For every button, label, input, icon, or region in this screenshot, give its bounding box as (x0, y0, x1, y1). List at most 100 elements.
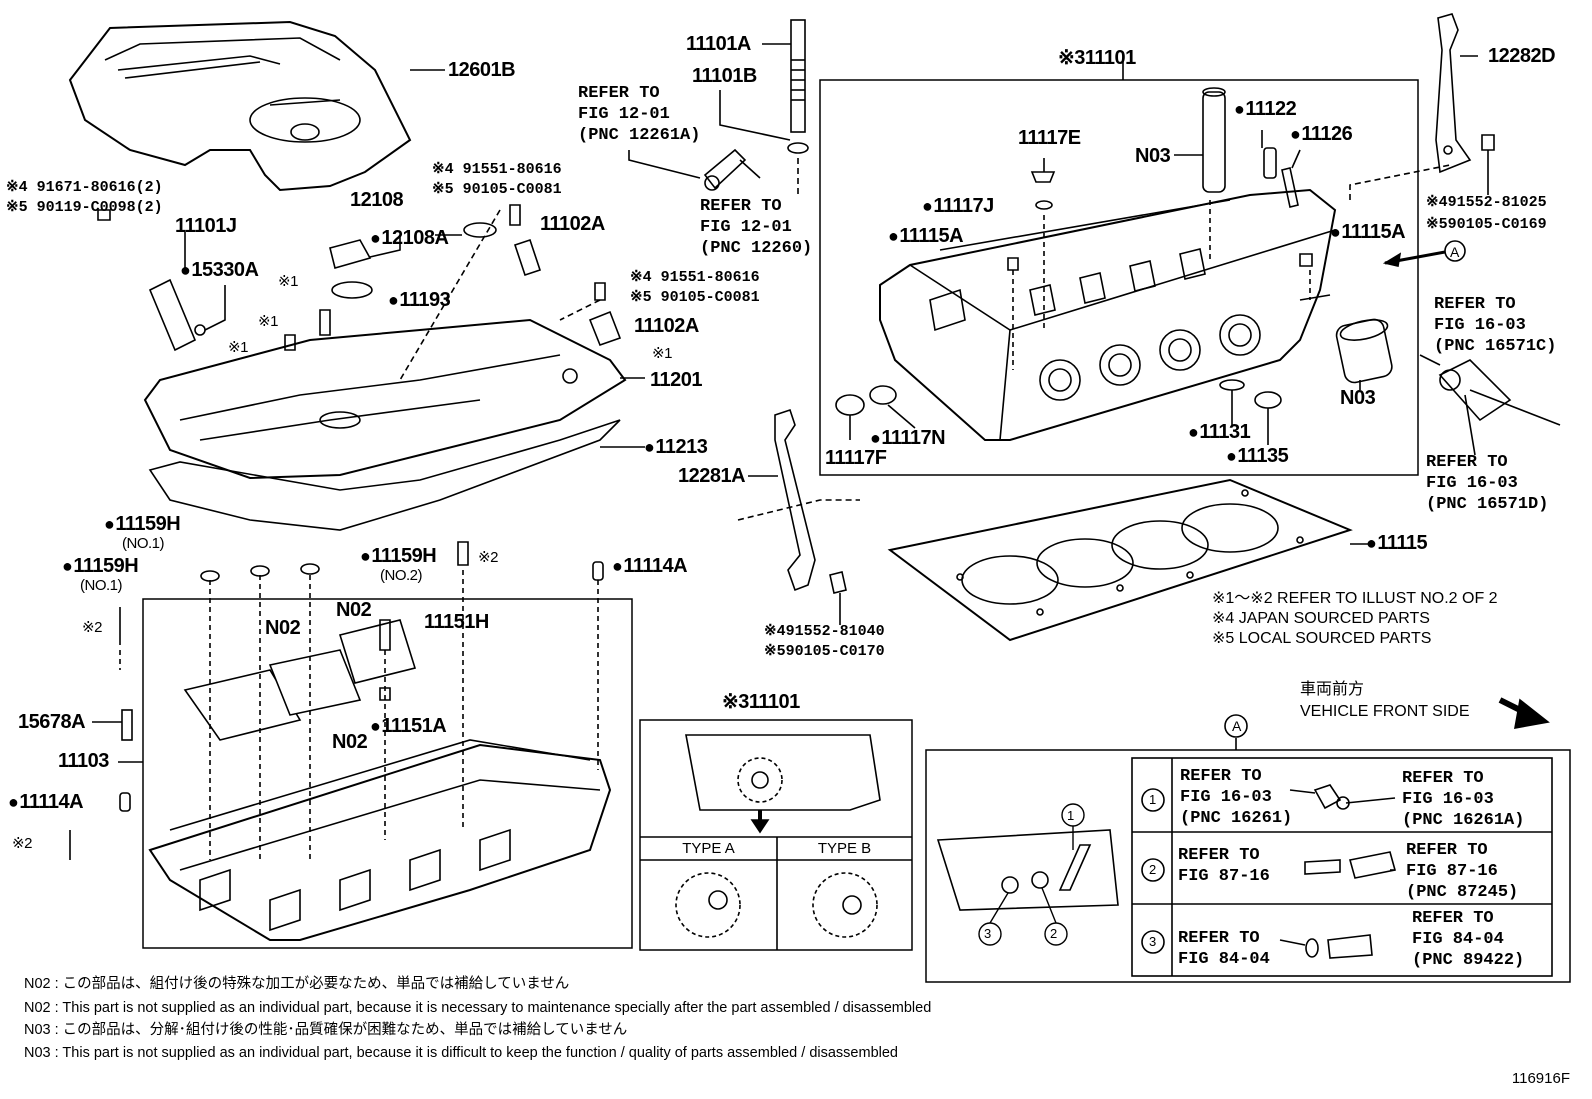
label-15330A: 15330A (180, 260, 259, 280)
ref-line-1: REFER TO (1406, 841, 1488, 860)
label-11135: 11135 (1226, 446, 1288, 466)
mark-x1-d: ※1 (652, 345, 672, 362)
label-12281A: 12281A (678, 465, 746, 487)
label-11103: 11103 (58, 750, 109, 772)
mark-x1-a: ※1 (278, 273, 298, 290)
ref-line-3: (PNC 12261A) (578, 126, 701, 145)
ref-line-1: REFER TO (1178, 846, 1260, 865)
inset-a-row3-num: 3 (1149, 934, 1156, 949)
label-11201: 11201 (650, 369, 703, 391)
label-11117F: 11117F (825, 447, 887, 469)
inset-a-row1-num: 1 (1149, 792, 1156, 807)
vehicle-front-en: VEHICLE FRONT SIDE (1300, 703, 1470, 720)
inset-a-callout-3: 3 (984, 926, 991, 941)
label-11151A: 11151A (370, 716, 446, 736)
label-11101A: 11101A (686, 33, 751, 55)
label-11115A-left: 11115A (888, 226, 963, 246)
label-11115: 11115 (1366, 533, 1427, 553)
mark-x2-b: ※2 (82, 619, 102, 636)
label-11101J: 11101J (175, 215, 237, 237)
part-number: 11101 (748, 691, 800, 713)
part-90105: ※5 90105-C0081 (432, 181, 562, 198)
ref-line-2: FIG 16-03 (1434, 316, 1526, 335)
mark-3: ※3 (722, 691, 749, 713)
label-12108A: 12108A (370, 228, 449, 248)
label-11213: 11213 (644, 437, 708, 457)
note-n03-en: N03 : This part is not supplied as an in… (24, 1045, 898, 1061)
part-91552: ※491552-81040 (764, 623, 885, 640)
ref-line-3: (PNC 16261A) (1402, 811, 1525, 830)
type-inset-title: ※311101 (722, 692, 800, 712)
label-N02-b: N02 (265, 617, 301, 639)
ref-line-1: REFER TO (578, 84, 660, 103)
ref-line-1: REFER TO (1434, 295, 1516, 314)
ref-line-2: FIG 84-04 (1178, 950, 1270, 969)
part-91551: ※4 91551-80616 (432, 161, 562, 178)
label-11102A-mid: 11102A (634, 315, 699, 337)
ref-line-3: (PNC 89422) (1412, 951, 1525, 970)
ref-line-1: REFER TO (1180, 767, 1262, 786)
cam-housing-box (142, 598, 633, 949)
label-11159H-no1-b: 11159H (62, 556, 138, 576)
ref-line-2: FIG 84-04 (1412, 930, 1504, 949)
ref-line-3: (PNC 87245) (1406, 883, 1519, 902)
ref-line-1: REFER TO (1426, 453, 1508, 472)
inset-a-row3-left: REFER TO FIG 84-04 (1178, 928, 1270, 970)
ref-line-1: REFER TO (1402, 769, 1484, 788)
figure-id: 116916F (1511, 1070, 1570, 1087)
ref-line-2: FIG 16-03 (1402, 790, 1494, 809)
mark-3: ※3 (1058, 47, 1085, 69)
part-90105: ※590105-C0170 (764, 643, 885, 660)
label-11101-main: ※311101 (1058, 48, 1136, 68)
label-11101B: 11101B (692, 65, 757, 87)
part-number: 11101 (1084, 47, 1136, 69)
label-91551-90105-a: ※4 91551-80616 ※5 90105-C0081 (432, 160, 562, 200)
vehicle-front-jp: 車両前方 (1300, 681, 1365, 698)
label-N03-right: N03 (1340, 387, 1376, 409)
note-n02-jp: N02 : この部品は、組付け後の特殊な加工が必要なため、単品では補給していませ… (24, 976, 570, 992)
label-N02-a: N02 (336, 599, 372, 621)
inset-a-row3-right: REFER TO FIG 84-04 (PNC 89422) (1412, 908, 1524, 971)
inset-a-row2-right: REFER TO FIG 87-16 (PNC 87245) (1406, 840, 1518, 903)
type-inset-box (639, 719, 913, 951)
ref-fig-12-01-a: REFER TO FIG 12-01 (PNC 12261A) (578, 83, 700, 146)
type-b-header: TYPE B (817, 840, 872, 857)
circle-a-label: A (1450, 244, 1459, 260)
inset-a-callout-1: 1 (1067, 808, 1074, 823)
inset-a-marker: A (1232, 718, 1241, 734)
part-91551: ※4 91551-80616 (630, 269, 760, 286)
cam-housing-drawing (148, 619, 612, 941)
label-11102A-top: 11102A (540, 213, 605, 235)
legend-line-3: ※5 LOCAL SOURCED PARTS (1212, 630, 1432, 647)
label-12108: 12108 (350, 189, 404, 211)
label-11159H-no2: 11159H (360, 546, 436, 566)
engine-cover-drawing (68, 20, 445, 192)
type-a-header: TYPE A (682, 840, 735, 857)
head-gasket-drawing (887, 478, 1372, 642)
inset-a-callout-2: 2 (1050, 926, 1057, 941)
ref-line-3: (PNC 16571C) (1434, 337, 1557, 356)
ref-fig-16-03-d: REFER TO FIG 16-03 (PNC 16571D) (1426, 452, 1548, 515)
label-91552-90105-c0169: ※491552-81025 ※590105-C0169 (1426, 192, 1547, 236)
label-N02-c: N02 (332, 731, 368, 753)
ref-line-2: FIG 16-03 (1426, 474, 1518, 493)
label-91552-90105-c0170: ※491552-81040 ※590105-C0170 (764, 622, 885, 662)
note-n03-jp: N03 : この部品は、分解･組付け後の性能･品質確保が困難なため、単品では補給… (24, 1022, 628, 1038)
label-91671-90119: ※4 91671-80616(2) ※5 90119-C0098(2) (6, 178, 163, 218)
ref-line-2: FIG 12-01 (578, 105, 670, 124)
ref-fig-16-03-c: REFER TO FIG 16-03 (PNC 16571C) (1434, 294, 1556, 357)
inset-a-row2-left: REFER TO FIG 87-16 (1178, 845, 1270, 887)
part-91671: ※4 91671-80616(2) (6, 179, 163, 196)
label-15678A: 15678A (18, 711, 86, 733)
label-91551-90105-b: ※4 91551-80616 ※5 90105-C0081 (630, 268, 760, 308)
ref-line-2: FIG 87-16 (1406, 862, 1498, 881)
label-11117J: 11117J (922, 196, 994, 216)
inset-a-row1-right: REFER TO FIG 16-03 (PNC 16261A) (1402, 768, 1524, 831)
ref-line-1: REFER TO (1412, 909, 1494, 928)
label-12601B: 12601B (448, 59, 516, 81)
ref-line-2: FIG 87-16 (1178, 867, 1270, 886)
label-11122: 11122 (1234, 99, 1296, 119)
legend-line-1: ※1～※2 REFER TO ILLUST NO.2 OF 2 (1212, 590, 1498, 607)
part-90119: ※5 90119-C0098(2) (6, 199, 163, 216)
